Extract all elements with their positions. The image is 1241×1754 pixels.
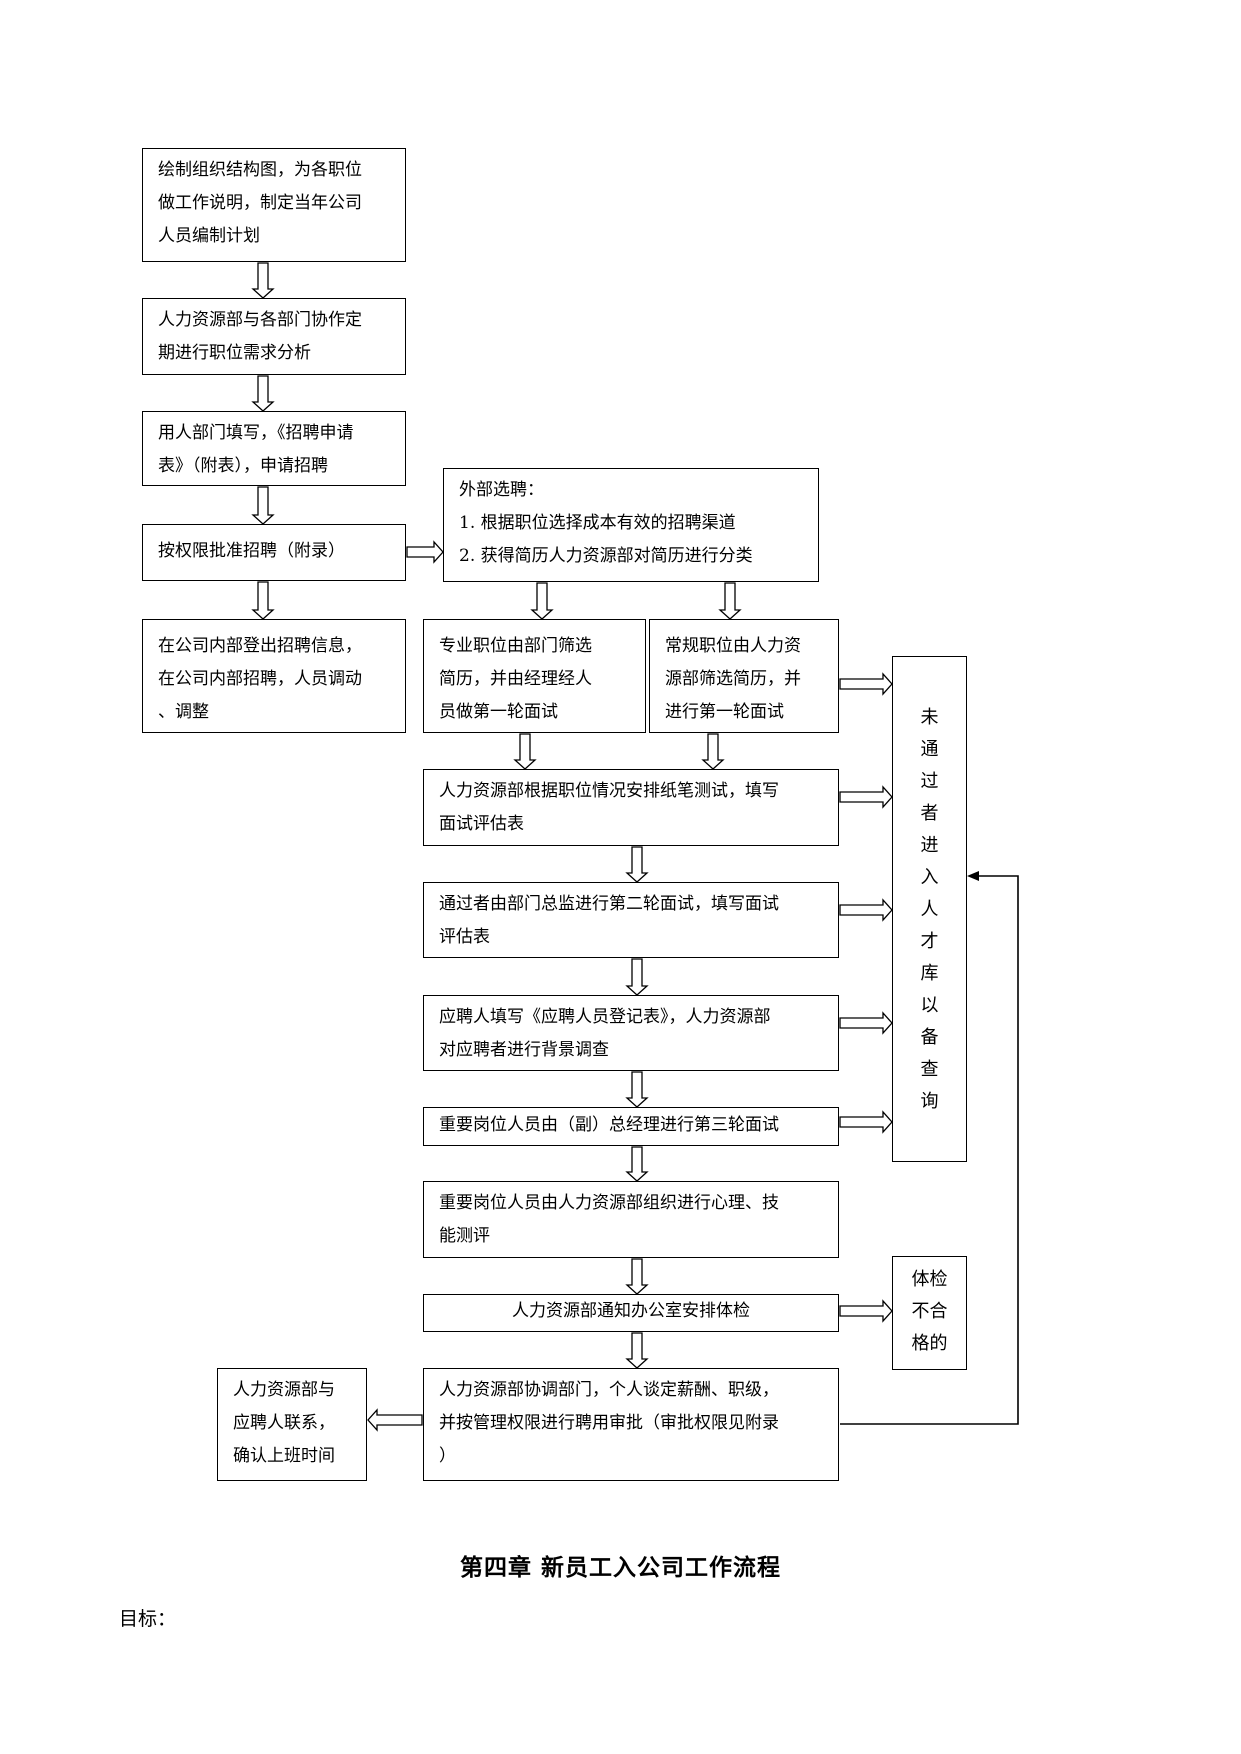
- step-line: 人力资源部与: [233, 1380, 335, 1400]
- step-registration: 应聘人填写《应聘人员登记表》，人力资源部 对应聘者进行背景调查: [423, 995, 839, 1071]
- feedback-arrowhead: [967, 871, 979, 881]
- step-approve: 按权限批准招聘（附录）: [142, 524, 406, 581]
- goal-label: 目标：: [119, 1608, 177, 1630]
- step-written-test: 人力资源部根据职位情况安排纸笔测试，填写 面试评估表: [423, 769, 839, 846]
- step-negotiate: 人力资源部协调部门，个人谈定薪酬、职级， 并按管理权限进行聘用审批（审批权限见附…: [423, 1368, 839, 1481]
- talent-pool-char: 以: [920, 995, 939, 1016]
- step-line: 能测评: [439, 1226, 490, 1246]
- right-arrow: [839, 785, 893, 809]
- step-line: 人力资源部协调部门，个人谈定薪酬、职级，: [439, 1380, 779, 1400]
- talent-pool-char: 库: [920, 963, 939, 984]
- talent-pool-char: 通: [920, 739, 939, 760]
- down-arrow: [625, 846, 649, 883]
- step-second-interview: 通过者由部门总监进行第二轮面试，填写面试 评估表: [423, 882, 839, 958]
- right-arrow: [839, 1011, 893, 1035]
- step-line: 绘制组织结构图，为各职位: [158, 160, 362, 180]
- step-internal: 在公司内部登出招聘信息， 在公司内部招聘，人员调动 、调整: [142, 619, 406, 733]
- step-line: 按权限批准招聘（附录）: [158, 541, 345, 561]
- step-line: 、调整: [158, 702, 209, 722]
- talent-pool-char: 未: [920, 707, 939, 728]
- step-line: 简历，并由经理经人: [439, 669, 592, 689]
- step-line: 表》（附表），申请招聘: [158, 456, 328, 476]
- feedback-line: [840, 875, 1019, 1425]
- right-arrow: [839, 1299, 893, 1323]
- step-external: 外部选聘： 1. 根据职位选择成本有效的招聘渠道 2. 获得简历人力资源部对简历…: [443, 468, 819, 582]
- down-arrow: [718, 582, 742, 620]
- talent-pool-char: 询: [920, 1091, 939, 1112]
- down-arrow: [530, 582, 554, 620]
- down-arrow: [251, 262, 275, 299]
- medical-fail-line: 格的: [911, 1333, 948, 1354]
- step-line: 确认上班时间: [233, 1446, 335, 1466]
- medical-fail-line: 体检: [911, 1269, 948, 1290]
- step-analysis: 人力资源部与各部门协作定 期进行职位需求分析: [142, 298, 406, 375]
- down-arrow: [625, 958, 649, 996]
- talent-pool-char: 备: [920, 1027, 939, 1048]
- talent-pool-char: 查: [920, 1059, 939, 1080]
- step-line: 常规职位由人力资: [665, 636, 801, 656]
- step-regular: 常规职位由人力资 源部筛选简历，并 进行第一轮面试: [649, 619, 839, 733]
- step-line: 源部筛选简历，并: [665, 669, 801, 689]
- step-line: 专业职位由部门筛选: [439, 636, 592, 656]
- step-line: 做工作说明，制定当年公司: [158, 193, 362, 213]
- talent-pool-char: 者: [920, 803, 939, 824]
- right-arrow: [406, 540, 444, 564]
- step-contact: 人力资源部与 应聘人联系， 确认上班时间: [217, 1368, 367, 1481]
- down-arrow: [251, 486, 275, 525]
- step-medical: 人力资源部通知办公室安排体检: [423, 1294, 839, 1332]
- step-line: 在公司内部招聘，人员调动: [158, 669, 362, 689]
- right-arrow: [839, 898, 893, 922]
- step-line: 评估表: [439, 927, 490, 947]
- step-line: 在公司内部登出招聘信息，: [158, 636, 362, 656]
- step-psych-test: 重要岗位人员由人力资源部组织进行心理、技 能测评: [423, 1181, 839, 1258]
- right-arrow: [839, 1110, 893, 1134]
- step-line: 面试评估表: [439, 814, 524, 834]
- step-line: 并按管理权限进行聘用审批（审批权限见附录: [439, 1413, 779, 1433]
- step-plan: 绘制组织结构图，为各职位 做工作说明，制定当年公司 人员编制计划: [142, 148, 406, 262]
- down-arrow: [513, 733, 537, 770]
- step-third-interview: 重要岗位人员由（副）总经理进行第三轮面试: [423, 1107, 839, 1146]
- talent-pool-char: 过: [920, 771, 939, 792]
- step-line: 对应聘者进行背景调查: [439, 1040, 609, 1060]
- down-arrow: [625, 1146, 649, 1182]
- step-line: ）: [439, 1446, 456, 1466]
- step-line: 应聘人填写《应聘人员登记表》，人力资源部: [439, 1007, 771, 1027]
- talent-pool-char: 人: [920, 899, 939, 920]
- down-arrow: [625, 1071, 649, 1108]
- step-line: 重要岗位人员由（副）总经理进行第三轮面试: [439, 1115, 779, 1135]
- step-line: 人力资源部通知办公室安排体检: [512, 1301, 750, 1321]
- step-line: 应聘人联系，: [233, 1413, 335, 1433]
- right-arrow: [839, 672, 893, 696]
- down-arrow: [701, 733, 725, 770]
- step-line: 人员编制计划: [158, 226, 260, 246]
- step-line: 通过者由部门总监进行第二轮面试，填写面试: [439, 894, 779, 914]
- chapter-title: 第四章 新员工入公司工作流程: [459, 1554, 781, 1581]
- down-arrow: [251, 375, 275, 412]
- medical-fail-box: 体检 不合 格的: [892, 1256, 967, 1370]
- step-line: 外部选聘：: [459, 480, 544, 500]
- down-arrow: [625, 1332, 649, 1369]
- step-line: 人力资源部与各部门协作定: [158, 310, 362, 330]
- down-arrow: [625, 1258, 649, 1295]
- talent-pool-char: 才: [920, 931, 939, 952]
- step-line: 员做第一轮面试: [439, 702, 558, 722]
- talent-pool-char: 入: [920, 867, 939, 888]
- talent-pool-char: 进: [920, 835, 939, 856]
- step-apply: 用人部门填写，《招聘申请 表》（附表），申请招聘: [142, 411, 406, 486]
- step-line: 用人部门填写，《招聘申请: [158, 423, 354, 443]
- step-line: 重要岗位人员由人力资源部组织进行心理、技: [439, 1193, 779, 1213]
- step-professional: 专业职位由部门筛选 简历，并由经理经人 员做第一轮面试: [423, 619, 646, 733]
- down-arrow: [251, 581, 275, 620]
- step-line: 进行第一轮面试: [665, 702, 784, 722]
- step-line: 1. 根据职位选择成本有效的招聘渠道: [459, 513, 736, 533]
- medical-fail-line: 不合: [911, 1301, 948, 1322]
- step-line: 人力资源部根据职位情况安排纸笔测试，填写: [439, 781, 779, 801]
- talent-pool-box: 未 通 过 者 进 入 人 才 库 以 备 查 询: [892, 656, 967, 1162]
- left-arrow: [367, 1408, 423, 1432]
- step-line: 期进行职位需求分析: [158, 343, 311, 363]
- step-line: 2. 获得简历人力资源部对简历进行分类: [459, 546, 753, 566]
